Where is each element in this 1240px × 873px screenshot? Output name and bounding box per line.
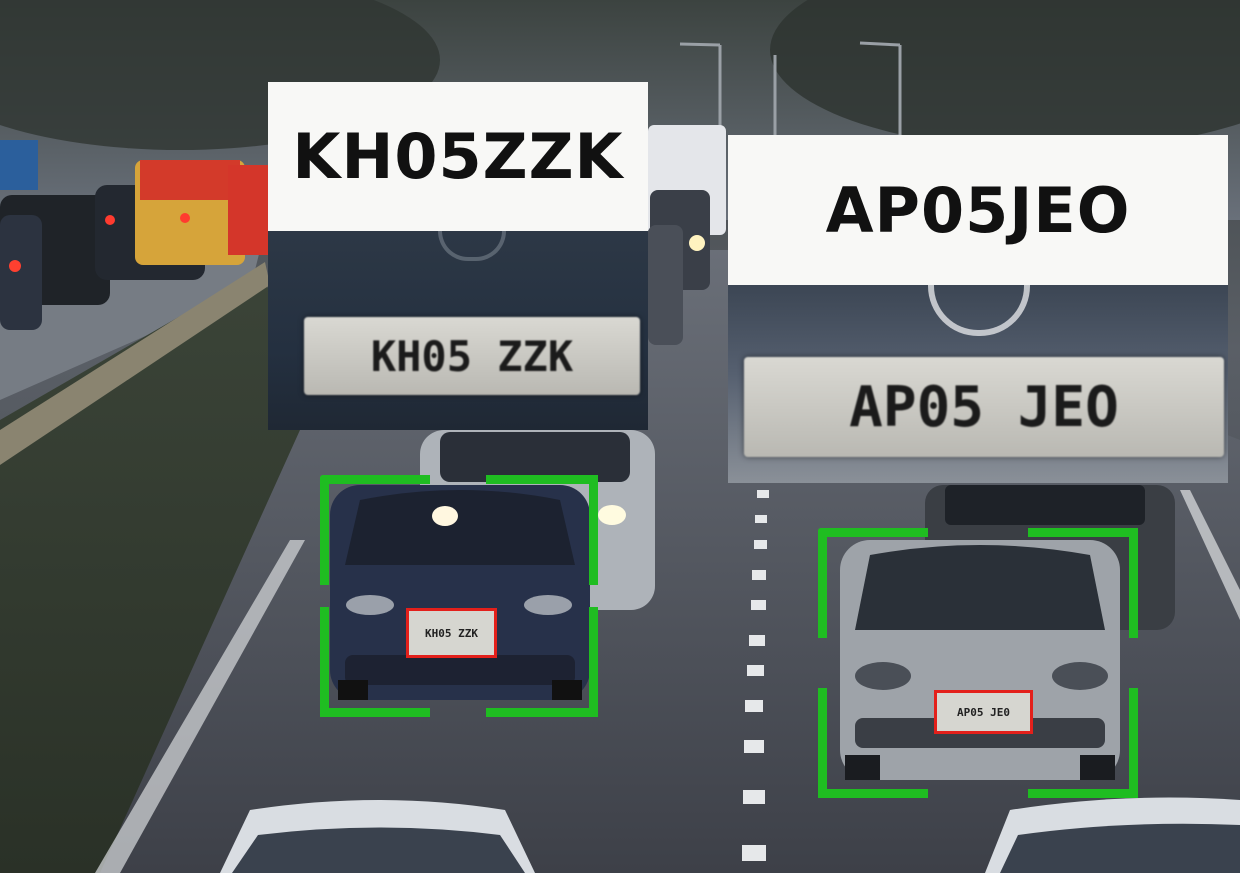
zoomed-plate-crop-left: KH05 ZZK <box>268 231 648 430</box>
plate-detection-box-right: AP05 JE0 <box>934 690 1033 734</box>
vehicle-detection-box-left <box>320 475 598 717</box>
zoomed-plate-crop-right: AP05 JEO <box>728 285 1228 483</box>
plate-zoom-panel-right: AP05JEO AP05 JEO <box>728 135 1228 483</box>
plate-text: KH05 ZZK <box>425 626 478 640</box>
background-cars <box>0 125 726 345</box>
frame-corner-bottom-right <box>1028 688 1138 798</box>
frame-corner-bottom-left <box>320 607 430 717</box>
detected-car-left <box>330 485 590 700</box>
frame-corner-top-right <box>1028 528 1138 638</box>
recognized-plate-text: KH05ZZK <box>292 120 624 193</box>
zoomed-plate-text: AP05 JEO <box>849 374 1119 440</box>
vehicle-detection-box-right <box>818 528 1138 798</box>
foreground-cars <box>220 797 1240 873</box>
frame-corner-bottom-right <box>486 607 598 717</box>
recognized-plate-label-right: AP05JEO <box>728 135 1228 285</box>
lane-markings <box>742 490 769 861</box>
zoomed-plate-text: KH05 ZZK <box>370 331 574 381</box>
recognized-plate-text: AP05JEO <box>825 173 1131 247</box>
zoomed-plate: KH05 ZZK <box>304 317 640 395</box>
plate-text: AP05 JE0 <box>957 705 1010 719</box>
street-lamps <box>679 41 902 135</box>
frame-corner-top-right <box>486 475 598 585</box>
plate-zoom-panel-left: KH05ZZK KH05 ZZK <box>268 82 648 430</box>
frame-corner-bottom-left <box>818 688 928 798</box>
plate-detection-box-left: KH05 ZZK <box>406 608 497 658</box>
frame-corner-top-left <box>818 528 928 638</box>
zoomed-plate: AP05 JEO <box>744 357 1224 457</box>
frame-corner-top-left <box>320 475 430 585</box>
recognized-plate-label-left: KH05ZZK <box>268 82 648 231</box>
